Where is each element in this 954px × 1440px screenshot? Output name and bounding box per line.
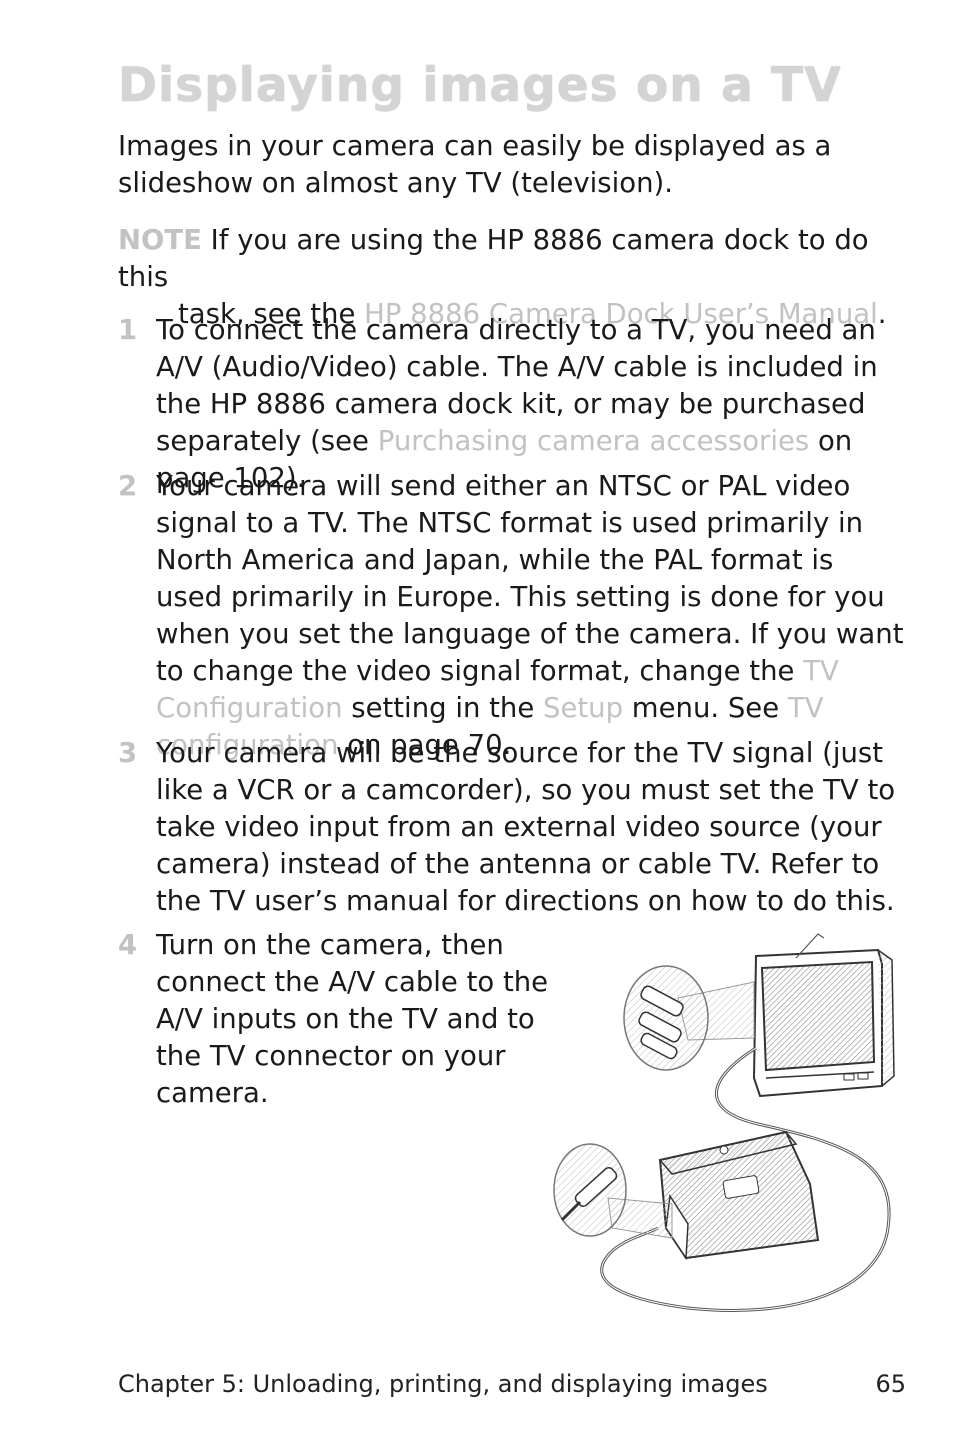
- step-text: Your camera will send either an NTSC or …: [156, 470, 904, 687]
- step-number: 3: [118, 737, 138, 769]
- step-text-mid: menu. See: [623, 692, 788, 724]
- step-text: Your camera will be the source for the T…: [156, 737, 896, 917]
- note-label: NOTE: [118, 224, 202, 256]
- tv-configuration-setting-link[interactable]: TV Configuration: [156, 655, 839, 724]
- tv-configuration-link[interactable]: TV configuration: [156, 692, 824, 761]
- accessories-link[interactable]: Purchasing camera accessories: [377, 425, 810, 457]
- dock-manual-link[interactable]: HP 8886 Camera Dock User’s Manual: [364, 298, 878, 330]
- step-4: 4 Turn on the camera, then connect the A/…: [118, 927, 558, 1112]
- note-text-end: .: [877, 298, 887, 330]
- tv-icon: [752, 933, 895, 1098]
- footer-chapter: Chapter 5: Unloading, printing, and disp…: [118, 1370, 768, 1398]
- page-title: Displaying images on a TV: [118, 58, 842, 113]
- step-3: 3 Your camera will be the source for the …: [118, 735, 908, 920]
- step-1: 1 To connect the camera directly to a TV,…: [118, 312, 908, 497]
- camera-connector-callout: [553, 1143, 673, 1239]
- note-block: NOTE If you are using the HP 8886 camera…: [118, 222, 918, 333]
- step-number: 2: [118, 470, 138, 502]
- note-line2: task, see the HP 8886 Camera Dock User’s…: [118, 296, 918, 333]
- step-text-end: on page 102).: [156, 425, 853, 494]
- step-text-mid: setting in the: [342, 692, 544, 724]
- tv-connector-callout: [623, 965, 755, 1071]
- step-text-end: on page 70.: [338, 729, 512, 761]
- step-text: To connect the camera directly to a TV, …: [156, 314, 878, 457]
- setup-menu-link[interactable]: Setup: [543, 692, 624, 724]
- note-text-2: task, see the: [178, 298, 365, 330]
- step-number: 4: [118, 929, 138, 961]
- camera-icon: [658, 1130, 820, 1261]
- step-2: 2 Your camera will send either an NTSC or…: [118, 468, 908, 764]
- step-text: Turn on the camera, then connect the A/V…: [156, 929, 549, 1109]
- tv-camera-connection-illustration: [553, 933, 895, 1312]
- note-text: If you are using the HP 8886 camera dock…: [118, 224, 869, 293]
- av-cable: [600, 1046, 891, 1312]
- page-number: 65: [875, 1370, 906, 1398]
- step-number: 1: [118, 314, 138, 346]
- intro-paragraph: Images in your camera can easily be disp…: [118, 130, 832, 199]
